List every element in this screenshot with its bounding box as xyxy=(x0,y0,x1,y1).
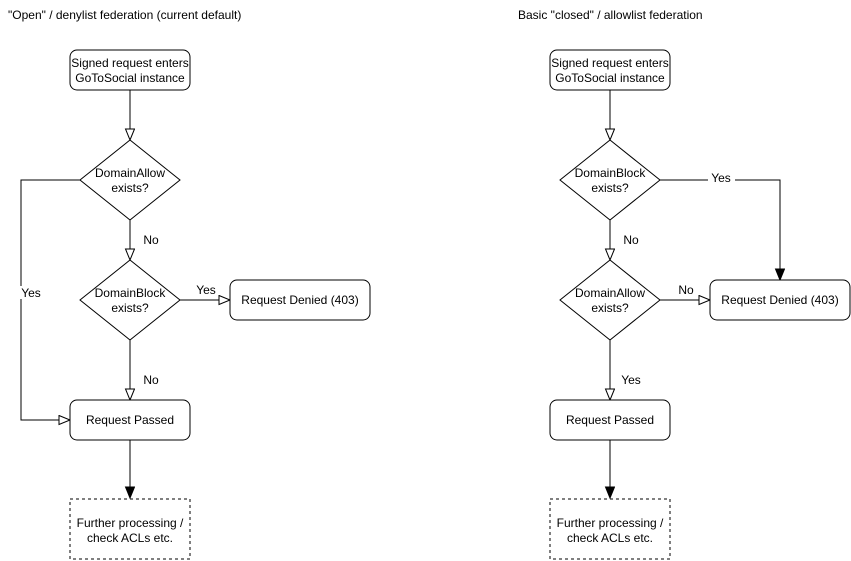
right-further-node: Further processing / check ACLs etc. xyxy=(549,498,671,560)
left-decision2-node: DomainBlock exists? xyxy=(79,259,181,341)
right-edge-decision1-yes xyxy=(660,179,780,280)
right-further-line2: check ACLs etc. xyxy=(567,531,653,545)
right-denied-box xyxy=(709,279,851,321)
right-decision1-diamond xyxy=(559,139,661,221)
right-decision1-node: DomainBlock exists? xyxy=(559,139,661,221)
left-start-box xyxy=(69,49,191,91)
right-passed-node: Request Passed xyxy=(549,399,671,441)
right-decision2-line2: exists? xyxy=(591,301,629,315)
left-denied-node: Request Denied (403) xyxy=(229,279,371,321)
left-decision1-diamond xyxy=(79,139,181,221)
right-passed-box xyxy=(549,399,671,441)
left-label-decision1-no: No xyxy=(143,233,159,247)
left-decision1-line1: DomainAllow xyxy=(95,166,165,180)
right-start-node: Signed request enters GoToSocial instanc… xyxy=(549,49,671,91)
left-denied-box xyxy=(229,279,371,321)
left-passed-box xyxy=(69,399,191,441)
left-further-line1: Further processing / xyxy=(77,516,184,530)
right-decision2-line1: DomainAllow xyxy=(575,286,645,300)
left-label-decision2-yes: Yes xyxy=(196,283,216,297)
left-title: "Open" / denylist federation (current de… xyxy=(8,8,241,22)
left-decision1-node: DomainAllow exists? xyxy=(79,139,181,221)
left-start-line2: GoToSocial instance xyxy=(75,71,185,85)
right-denied-label: Request Denied (403) xyxy=(721,293,838,307)
left-decision1-line2: exists? xyxy=(111,181,149,195)
right-title: Basic "closed" / allowlist federation xyxy=(518,8,703,22)
right-further-line1: Further processing / xyxy=(557,516,664,530)
left-flowchart: "Open" / denylist federation (current de… xyxy=(8,8,371,560)
left-start-node: Signed request enters GoToSocial instanc… xyxy=(69,49,191,91)
right-decision2-node: DomainAllow exists? xyxy=(559,259,661,341)
left-label-decision2-no: No xyxy=(143,373,159,387)
right-label-decision2-no: No xyxy=(678,283,694,297)
right-label-decision1-yes: Yes xyxy=(711,171,731,185)
left-label-decision1-yes: Yes xyxy=(21,286,41,300)
left-further-box xyxy=(69,498,191,560)
right-flowchart: Basic "closed" / allowlist federation Ye… xyxy=(518,8,851,560)
left-start-line1: Signed request enters xyxy=(71,56,188,70)
right-denied-node: Request Denied (403) xyxy=(709,279,851,321)
right-decision1-line2: exists? xyxy=(591,181,629,195)
right-start-line1: Signed request enters xyxy=(551,56,668,70)
left-further-line2: check ACLs etc. xyxy=(87,531,173,545)
left-decision2-diamond xyxy=(79,259,181,341)
left-edge-decision1-yes xyxy=(20,179,80,420)
right-label-decision1-yes-bg xyxy=(708,171,735,184)
left-label-decision1-yes-bg xyxy=(19,286,44,299)
left-denied-label: Request Denied (403) xyxy=(241,293,358,307)
left-decision2-line1: DomainBlock xyxy=(95,286,167,300)
right-decision1-line1: DomainBlock xyxy=(575,166,647,180)
left-decision2-line2: exists? xyxy=(111,301,149,315)
right-start-line2: GoToSocial instance xyxy=(555,71,665,85)
right-label-decision1-no: No xyxy=(623,233,639,247)
right-start-box xyxy=(549,49,671,91)
left-passed-label: Request Passed xyxy=(86,413,174,427)
right-further-box xyxy=(549,498,671,560)
right-passed-label: Request Passed xyxy=(566,413,654,427)
right-label-decision2-yes: Yes xyxy=(621,373,641,387)
right-decision2-diamond xyxy=(559,259,661,341)
left-passed-node: Request Passed xyxy=(69,399,191,441)
left-further-node: Further processing / check ACLs etc. xyxy=(69,498,191,560)
